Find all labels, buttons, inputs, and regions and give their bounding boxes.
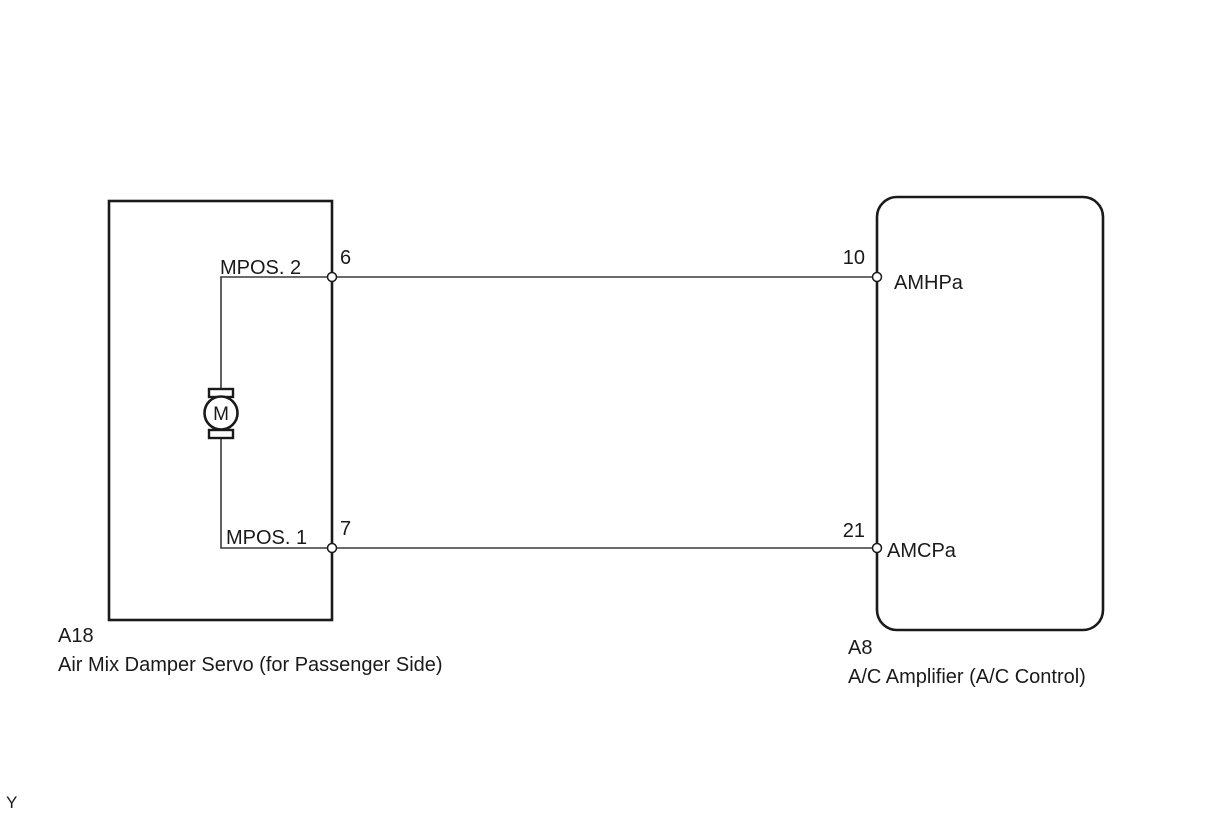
motor-lower-lead — [220, 437, 332, 549]
signal-amhpa: AMHPa — [894, 272, 964, 294]
pin-10: 10 — [843, 247, 865, 269]
right-lower-terminal — [871, 542, 883, 554]
motor-label: M — [213, 404, 229, 425]
right-component-code: A8 — [848, 637, 872, 659]
left-lower-terminal — [326, 542, 338, 554]
left-component-code: A18 — [58, 625, 94, 647]
pin-7: 7 — [340, 518, 351, 540]
right-component-name: A/C Amplifier (A/C Control) — [848, 666, 1086, 688]
corner-mark: Y — [6, 793, 17, 812]
air-mix-damper-servo-box — [107, 199, 334, 622]
motor-upper-lead — [220, 276, 332, 390]
signal-mpos1: MPOS. 1 — [226, 527, 307, 549]
motor-icon: M — [203, 387, 239, 440]
left-component-name: Air Mix Damper Servo (for Passenger Side… — [58, 654, 443, 676]
left-upper-terminal — [326, 271, 338, 283]
signal-amcpa: AMCPa — [887, 540, 957, 562]
pin-6: 6 — [340, 247, 351, 269]
pin-21: 21 — [843, 520, 865, 542]
ac-amplifier-box — [875, 195, 1105, 632]
right-upper-terminal — [871, 271, 883, 283]
signal-mpos2: MPOS. 2 — [220, 257, 301, 279]
